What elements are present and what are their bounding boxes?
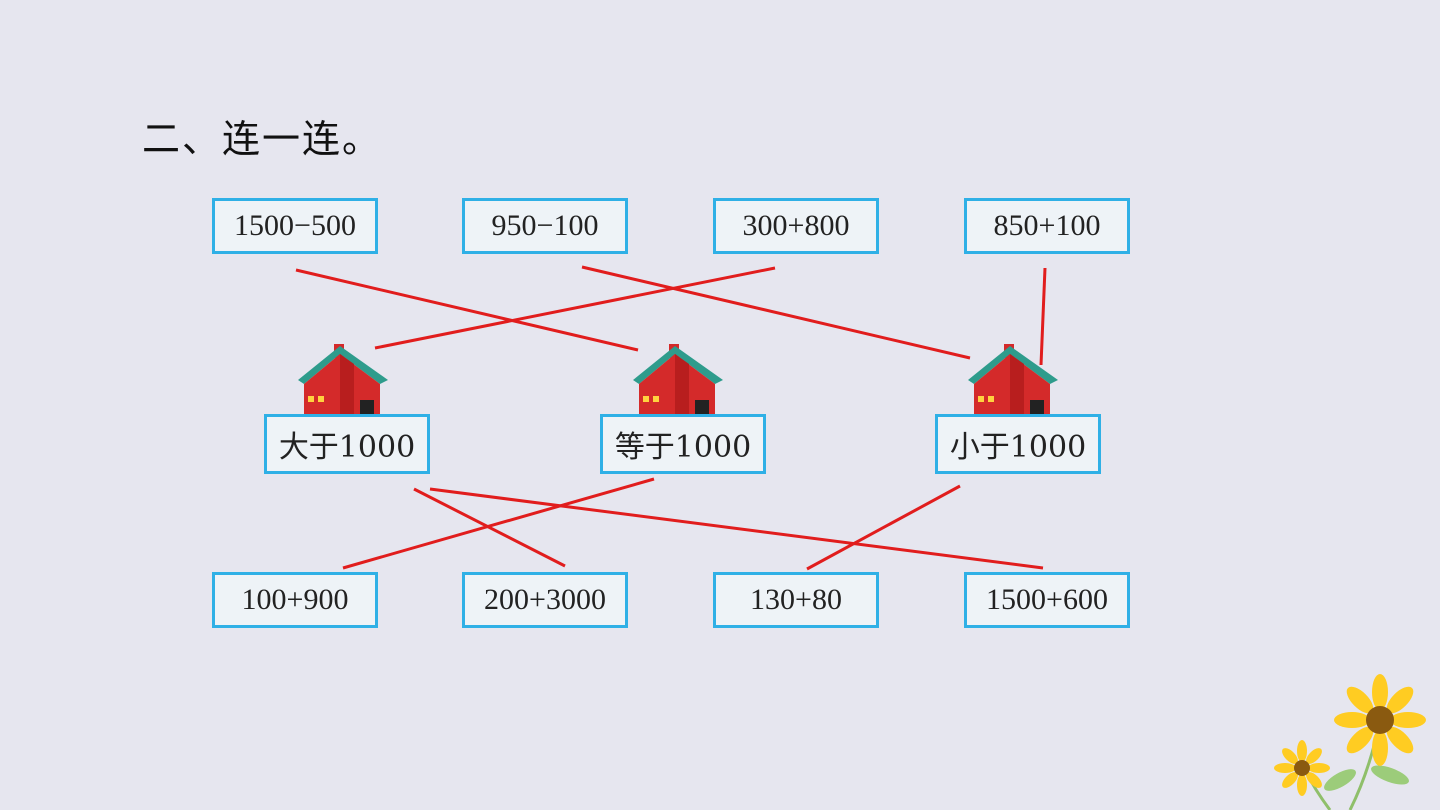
expression-box-130-80[interactable]: 130+80 xyxy=(713,572,879,628)
line-300-800-to-greater xyxy=(374,266,776,350)
page-title: 二、连一连。 xyxy=(142,117,383,161)
sunflower-decoration xyxy=(1274,674,1426,810)
category-box-less[interactable]: 小于1000 xyxy=(935,414,1101,474)
expression-box-200-3000[interactable]: 200+3000 xyxy=(462,572,628,628)
line-equal-to-100-900 xyxy=(342,477,655,570)
category-box-greater[interactable]: 大于1000 xyxy=(264,414,430,474)
line-less-to-130-80 xyxy=(806,484,961,571)
line-greater-to-200-3000 xyxy=(413,487,566,568)
expression-box-300-800[interactable]: 300+800 xyxy=(713,198,879,254)
expression-box-100-900[interactable]: 100+900 xyxy=(212,572,378,628)
house-icon xyxy=(968,344,1058,414)
expression-box-850-100[interactable]: 850+100 xyxy=(964,198,1130,254)
house-icon xyxy=(633,344,723,414)
category-box-equal[interactable]: 等于1000 xyxy=(600,414,766,474)
expression-box-950-100[interactable]: 950−100 xyxy=(462,198,628,254)
line-greater-to-1500-600 xyxy=(429,487,1044,570)
house-icon xyxy=(298,344,388,414)
expression-box-1500-500[interactable]: 1500−500 xyxy=(212,198,378,254)
expression-box-1500-600[interactable]: 1500+600 xyxy=(964,572,1130,628)
line-1500-500-to-equal xyxy=(295,268,639,352)
